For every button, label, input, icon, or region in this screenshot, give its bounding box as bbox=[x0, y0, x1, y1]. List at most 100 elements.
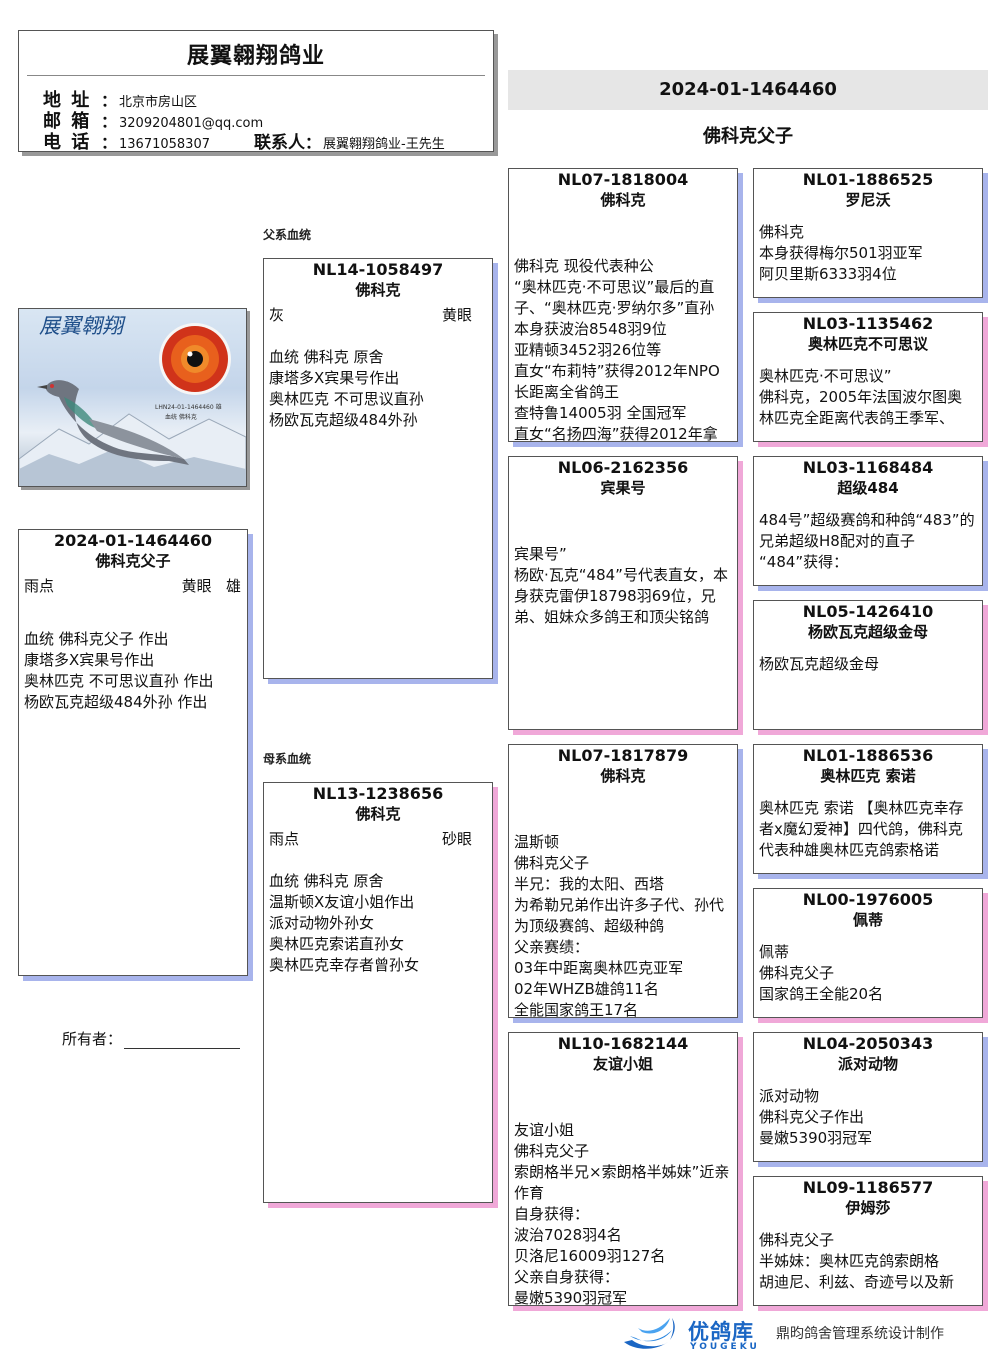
dss-ring: NL01-1886536 bbox=[802, 746, 934, 765]
dsd-description: 佩蒂 佛科克父子 国家鸽王全能20名 bbox=[759, 943, 884, 1003]
sire-sire-card: NL07-1818004 佛科克 佛科克 现役代表种公 “奥林匹克·不可思议”最… bbox=[508, 168, 738, 442]
address-value: 北京市房山区 bbox=[119, 95, 198, 110]
dds-description: 派对动物 佛科克父子作出 曼嫩5390羽冠军 bbox=[759, 1087, 873, 1147]
pigeon-photo: 展翼翱翔 LHN24-01-1464460 雄 血统 佛科克 bbox=[18, 308, 247, 487]
dam-eye: 砂眼 bbox=[441, 830, 472, 848]
email-label: 邮 箱 bbox=[43, 111, 92, 132]
sire-description: 血统 佛科克 原舍 康塔多X宾果号作出 奥林匹克 不可思议直孙 杨欧瓦克超级48… bbox=[269, 348, 424, 429]
dam-description: 血统 佛科克 原舍 温斯顿X友谊小姐作出 派对动物外孙女 奥林匹克索诺直孙女 奥… bbox=[269, 872, 420, 974]
sss-description: 佛科克 本身获得梅尔501羽亚军 阿贝里斯6333羽4位 bbox=[759, 223, 923, 283]
dsd-card: NL00-1976005 佩蒂 佩蒂 佛科克父子 国家鸽王全能20名 bbox=[753, 888, 983, 1018]
sd-ring: NL06-2162356 bbox=[557, 458, 689, 477]
loft-info-card: 展翼翱翔鸽业 地 址： 北京市房山区 邮 箱： 3209204801@qq.co… bbox=[18, 30, 494, 152]
dam-line-label: 母系血统 bbox=[263, 752, 312, 766]
ds-description: 温斯顿 佛科克父子 半兄：我的太阳、西塔 为希勒兄弟作出许多子代、孙代为顶级赛鸽… bbox=[514, 833, 725, 1018]
sd-description: 宾果号” 杨欧·瓦克“484”号代表直女，本身获克雷伊18798羽69位，兄弟、… bbox=[514, 545, 728, 626]
dam-name: 佛科克 bbox=[355, 805, 401, 823]
dd-description: 友谊小姐 佛科克父子 索朗格半兄×索朗格半姊妹”近亲作育 自身获得： 波治702… bbox=[514, 1121, 730, 1306]
sss-card: NL01-1886525 罗尼沃 佛科克 本身获得梅尔501羽亚军 阿贝里斯63… bbox=[753, 168, 983, 298]
dam-attributes: 雨点 砂眼 bbox=[264, 828, 492, 849]
dam-sire-card: NL07-1817879 佛科克 温斯顿 佛科克父子 半兄：我的太阳、西塔 为希… bbox=[508, 744, 738, 1018]
ds-name: 佛科克 bbox=[600, 767, 646, 785]
address-row: 地 址： 北京市房山区 bbox=[43, 86, 197, 112]
yougeku-logo-icon bbox=[624, 1318, 675, 1349]
phone-label: 电 话 bbox=[43, 132, 92, 152]
subject-ring: 2024-01-1464460 bbox=[53, 531, 212, 550]
sss-ring: NL01-1886525 bbox=[802, 170, 934, 189]
dss-name: 奥林匹克 索诺 bbox=[820, 767, 916, 785]
footer-credit: 鼎昀鸽舍管理系统设计制作 bbox=[776, 1326, 944, 1342]
sire-color: 灰 bbox=[269, 306, 285, 324]
ddd-name: 伊姆莎 bbox=[845, 1199, 891, 1217]
ds-ring: NL07-1817879 bbox=[557, 746, 689, 765]
email-value: 3209204801@qq.com bbox=[119, 116, 264, 131]
sire-line-label: 父系血统 bbox=[263, 228, 312, 242]
ddd-ring: NL09-1186577 bbox=[802, 1178, 934, 1197]
brand-name: 优鸽库 bbox=[688, 1320, 754, 1344]
subject-name: 佛科克父子 bbox=[95, 552, 171, 570]
ddd-card: NL09-1186577 伊姆莎 佛科克父子 半姊妹：奥林匹克鸽索朗格 胡迪尼、… bbox=[753, 1176, 983, 1306]
subject-card: 2024-01-1464460 佛科克父子 雨点 黄眼 雄 血统 佛科克父子 作… bbox=[18, 529, 248, 976]
sdd-name: 杨欧瓦克超级金母 bbox=[807, 623, 928, 641]
sdd-description: 杨欧瓦克超级金母 bbox=[759, 655, 880, 673]
dds-card: NL04-2050343 派对动物 派对动物 佛科克父子作出 曼嫩5390羽冠军 bbox=[753, 1032, 983, 1162]
dam-dam-card: NL10-1682144 友谊小姐 友谊小姐 佛科克父子 索朗格半兄×索朗格半姊… bbox=[508, 1032, 738, 1306]
dam-card: NL13-1238656 佛科克 雨点 砂眼 血统 佛科克 原舍 温斯顿X友谊小… bbox=[263, 782, 493, 1203]
ss-ring: NL07-1818004 bbox=[557, 170, 689, 189]
sds-card: NL03-1168484 超级484 484号”超级赛鸽和种鸽“483”的兄弟超… bbox=[753, 456, 983, 586]
dss-description: 奥林匹克 索诺 【奥林匹克幸存者x魔幻爱神】四代鸽，佛科克代表种雄奥林匹克鸽索格… bbox=[759, 799, 964, 859]
sire-card: NL14-1058497 佛科克 灰 黄眼 血统 佛科克 原舍 康塔多X宾果号作… bbox=[263, 258, 493, 679]
sdd-card: NL05-1426410 杨欧瓦克超级金母 杨欧瓦克超级金母 bbox=[753, 600, 983, 730]
dss-card: NL01-1886536 奥林匹克 索诺 奥林匹克 索诺 【奥林匹克幸存者x魔幻… bbox=[753, 744, 983, 874]
subject-eye: 黄眼 bbox=[181, 577, 212, 595]
contact-label: 联系人 bbox=[254, 133, 305, 152]
loft-name: 展翼翱翔鸽业 bbox=[186, 44, 325, 69]
sire-eye: 黄眼 bbox=[441, 306, 472, 324]
pigeon-illustration: 展翼翱翔 LHN24-01-1464460 雄 血统 佛科克 bbox=[19, 314, 246, 486]
dds-name: 派对动物 bbox=[837, 1055, 898, 1073]
top-pigeon-name: 佛科克父子 bbox=[703, 126, 793, 147]
email-row: 邮 箱： 3209204801@qq.com bbox=[43, 107, 263, 133]
ssd-name: 奥林匹克不可思议 bbox=[807, 335, 928, 353]
photo-ring-text: LHN24-01-1464460 雄 bbox=[155, 403, 222, 411]
ssd-description: 奥林匹克·不可思议” 佛科克，2005年法国波尔图奥林匹克全距离代表鸽王季军、 bbox=[759, 367, 963, 427]
sds-name: 超级484 bbox=[837, 479, 899, 497]
dds-ring: NL04-2050343 bbox=[802, 1034, 934, 1053]
subject-sex: 雄 bbox=[225, 577, 241, 595]
sdd-ring: NL05-1426410 bbox=[802, 602, 934, 621]
dsd-name: 佩蒂 bbox=[852, 911, 883, 929]
ssd-ring: NL03-1135462 bbox=[802, 314, 934, 333]
sds-description: 484号”超级赛鸽和种鸽“483”的兄弟超级H8配对的直子 “484”获得： bbox=[759, 511, 975, 571]
dsd-ring: NL00-1976005 bbox=[802, 890, 934, 909]
owner-label: 所有者： bbox=[62, 1030, 123, 1048]
sire-name: 佛科克 bbox=[355, 281, 401, 299]
svg-text:展翼翱翔: 展翼翱翔 bbox=[39, 314, 126, 338]
photo-sub-text: 血统 佛科克 bbox=[165, 413, 197, 421]
ssd-card: NL03-1135462 奥林匹克不可思议 奥林匹克·不可思议” 佛科克，200… bbox=[753, 312, 983, 442]
sd-name: 宾果号 bbox=[600, 479, 646, 497]
sire-dam-card: NL06-2162356 宾果号 宾果号” 杨欧·瓦克“484”号代表直女，本身… bbox=[508, 456, 738, 730]
contact-value: 展翼翱翔鸽业-王先生 bbox=[323, 137, 445, 152]
sire-ring: NL14-1058497 bbox=[312, 260, 444, 279]
dam-color: 雨点 bbox=[269, 830, 300, 848]
ddd-description: 佛科克父子 半姊妹：奥林匹克鸽索朗格 胡迪尼、利兹、奇迹号以及新 bbox=[759, 1231, 955, 1291]
owner-signature-line[interactable] bbox=[124, 1032, 241, 1049]
brand-name-en: YOUGEKU bbox=[690, 1342, 760, 1352]
address-label: 地 址 bbox=[43, 90, 92, 111]
dd-name: 友谊小姐 bbox=[592, 1055, 653, 1073]
dd-ring: NL10-1682144 bbox=[557, 1034, 689, 1053]
subject-description: 血统 佛科克父子 作出 康塔多X宾果号作出 奥林匹克 不可思议直孙 作出 杨欧瓦… bbox=[24, 630, 214, 711]
divider bbox=[27, 75, 485, 76]
sss-name: 罗尼沃 bbox=[845, 191, 891, 209]
top-ring-number: 2024-01-1464460 bbox=[508, 70, 988, 110]
sds-ring: NL03-1168484 bbox=[802, 458, 934, 477]
sire-attributes: 灰 黄眼 bbox=[264, 304, 492, 325]
dam-ring: NL13-1238656 bbox=[312, 784, 444, 803]
footer: 优鸽库 YOUGEKU 鼎昀鸽舍管理系统设计制作 bbox=[620, 1310, 1000, 1356]
subject-color: 雨点 bbox=[24, 577, 55, 595]
subject-attributes: 雨点 黄眼 雄 bbox=[19, 575, 247, 596]
ss-name: 佛科克 bbox=[600, 191, 646, 209]
phone-value: 13671058307 bbox=[119, 137, 210, 152]
ss-description: 佛科克 现役代表种公 “奥林匹克·不可思议”最后的直子、“奥林匹克·罗纳尔多”直… bbox=[514, 257, 720, 442]
phone-row: 电 话： 13671058307 联系人： 展翼翱翔鸽业-王先生 bbox=[43, 128, 445, 152]
